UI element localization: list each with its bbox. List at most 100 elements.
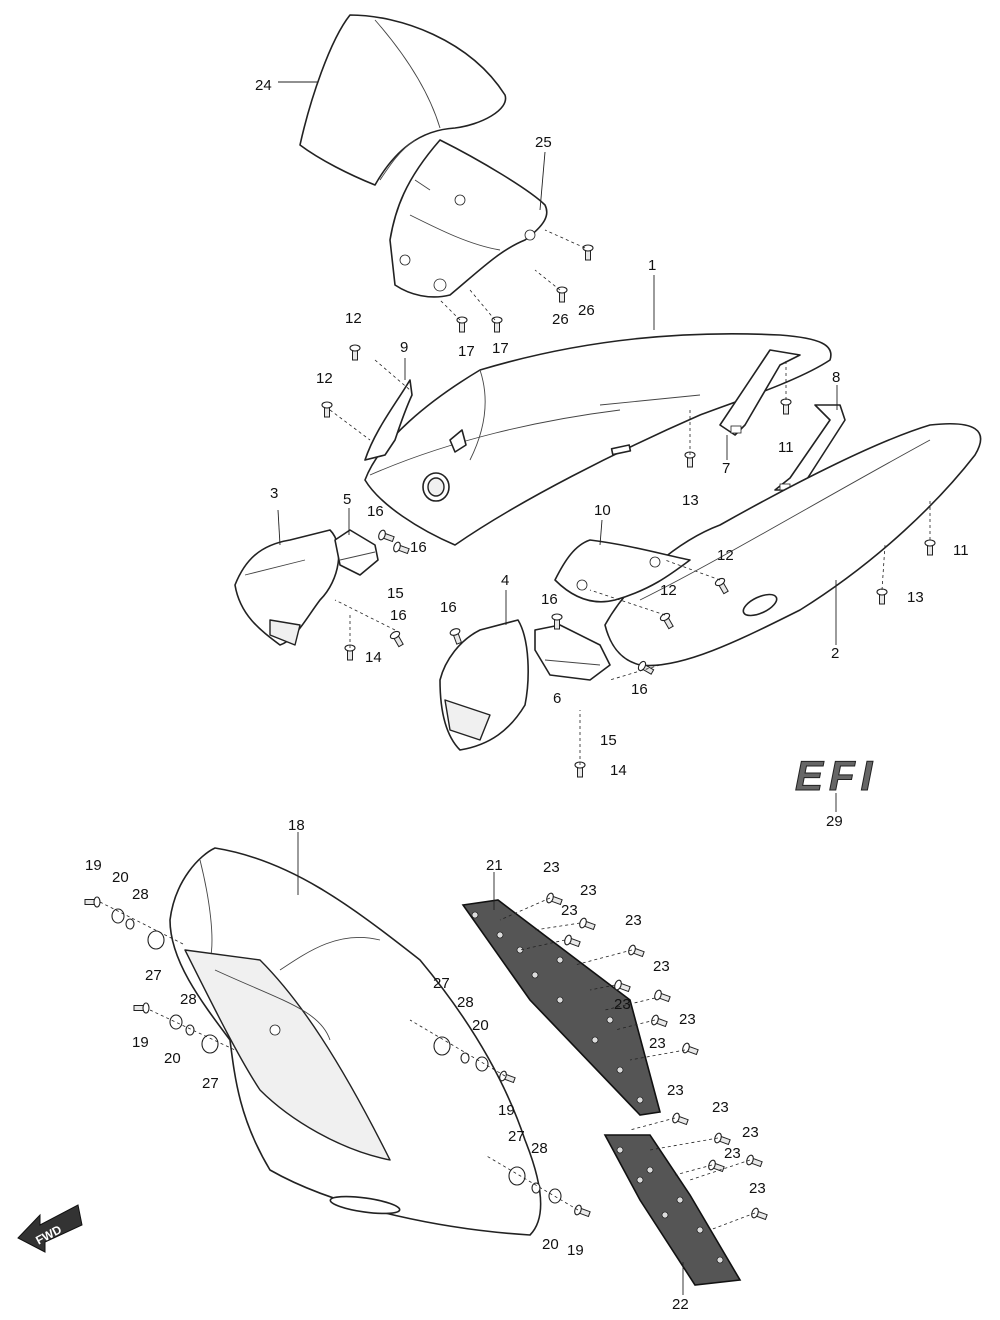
part-label-3: 3 bbox=[270, 485, 278, 502]
washer-icon bbox=[111, 908, 125, 924]
part-label-24: 24 bbox=[255, 77, 272, 94]
part-label-17: 17 bbox=[458, 343, 475, 360]
part-label-26: 26 bbox=[578, 302, 595, 319]
mesh-hole bbox=[636, 1096, 644, 1104]
part-label-23: 23 bbox=[625, 912, 642, 929]
bolt-icon bbox=[349, 344, 361, 361]
part-label-28: 28 bbox=[180, 991, 197, 1008]
part-5-bracket[interactable] bbox=[334, 529, 379, 576]
part-label-13: 13 bbox=[907, 589, 924, 606]
bolt-icon bbox=[579, 917, 596, 931]
part-label-4: 4 bbox=[501, 572, 509, 589]
part-label-22: 22 bbox=[672, 1296, 689, 1313]
part-label-14: 14 bbox=[365, 649, 382, 666]
part-29-efi-emblem[interactable]: EFI bbox=[795, 752, 878, 800]
part-24-seat-cowl[interactable] bbox=[299, 14, 507, 186]
part-label-27: 27 bbox=[202, 1075, 219, 1092]
part-label-17: 17 bbox=[492, 340, 509, 357]
washer-icon bbox=[460, 1052, 470, 1064]
part-label-28: 28 bbox=[531, 1140, 548, 1157]
mesh-hole bbox=[676, 1196, 684, 1204]
bolt-icon bbox=[708, 1159, 725, 1173]
bolt-icon bbox=[651, 1014, 668, 1028]
part-label-21: 21 bbox=[486, 857, 503, 874]
part-3-lamp-housing[interactable] bbox=[234, 529, 340, 646]
part-label-13: 13 bbox=[682, 492, 699, 509]
part-label-19: 19 bbox=[567, 1242, 584, 1259]
part-label-12: 12 bbox=[717, 547, 734, 564]
bolt-icon bbox=[574, 1204, 591, 1218]
part-label-16: 16 bbox=[440, 599, 457, 616]
bolt-icon bbox=[682, 1042, 699, 1056]
part-label-23: 23 bbox=[724, 1145, 741, 1162]
part-4-lamp-housing[interactable] bbox=[439, 619, 529, 751]
part-label-19: 19 bbox=[85, 857, 102, 874]
mesh-hole bbox=[661, 1211, 669, 1219]
part-label-23: 23 bbox=[742, 1124, 759, 1141]
washer-icon bbox=[201, 1034, 219, 1054]
bolt-icon bbox=[133, 1002, 150, 1014]
washer-icon bbox=[185, 1024, 195, 1036]
part-label-29: 29 bbox=[826, 813, 843, 830]
mesh-hole bbox=[616, 1146, 624, 1154]
fwd-arrow-icon: FWD bbox=[17, 1204, 83, 1253]
washer-icon bbox=[475, 1056, 489, 1072]
part-6-bracket[interactable] bbox=[534, 624, 611, 681]
part-label-27: 27 bbox=[508, 1128, 525, 1145]
part-18-front-fairing[interactable] bbox=[169, 847, 542, 1236]
bolt-icon bbox=[582, 244, 594, 261]
mesh-hole bbox=[516, 946, 524, 954]
bolt-icon bbox=[551, 613, 563, 630]
bolt-icon bbox=[449, 628, 463, 645]
part-label-15: 15 bbox=[387, 585, 404, 602]
mesh-hole bbox=[556, 996, 564, 1004]
part-21-mesh-grille[interactable] bbox=[461, 899, 662, 1116]
part-label-23: 23 bbox=[580, 882, 597, 899]
bolt-icon bbox=[564, 934, 581, 948]
part-label-27: 27 bbox=[145, 967, 162, 984]
part-label-27: 27 bbox=[433, 975, 450, 992]
mesh-hole bbox=[471, 911, 479, 919]
part-7-bracket[interactable] bbox=[719, 349, 801, 436]
part-label-12: 12 bbox=[660, 582, 677, 599]
part-2-side-panel-lower[interactable] bbox=[604, 423, 982, 667]
bolt-icon bbox=[456, 316, 468, 333]
washer-icon bbox=[531, 1182, 541, 1194]
part-label-19: 19 bbox=[498, 1102, 515, 1119]
mesh-hole bbox=[591, 1036, 599, 1044]
mesh-hole bbox=[636, 1176, 644, 1184]
washer-icon bbox=[433, 1036, 451, 1056]
part-label-6: 6 bbox=[553, 690, 561, 707]
bolt-icon bbox=[746, 1154, 763, 1168]
mesh-hole bbox=[616, 1066, 624, 1074]
part-label-12: 12 bbox=[316, 370, 333, 387]
part-label-11: 11 bbox=[953, 542, 969, 559]
bolt-icon bbox=[614, 979, 631, 993]
part-label-23: 23 bbox=[712, 1099, 729, 1116]
part-label-16: 16 bbox=[541, 591, 558, 608]
bolt-icon bbox=[491, 316, 503, 333]
bolt-icon bbox=[393, 541, 410, 555]
bolt-icon bbox=[924, 539, 936, 556]
part-label-16: 16 bbox=[390, 607, 407, 624]
part-label-28: 28 bbox=[132, 886, 149, 903]
leader-lines bbox=[99, 81, 931, 1295]
bolt-icon bbox=[378, 529, 395, 543]
part-10-panel[interactable] bbox=[554, 539, 691, 603]
part-label-12: 12 bbox=[345, 310, 362, 327]
washer-icon bbox=[508, 1166, 526, 1186]
part-1-side-panel-upper[interactable] bbox=[364, 332, 832, 546]
part-label-25: 25 bbox=[535, 134, 552, 151]
part-22-mesh-grille[interactable] bbox=[603, 1134, 742, 1286]
bolt-icon bbox=[672, 1112, 689, 1126]
part-label-16: 16 bbox=[631, 681, 648, 698]
part-label-18: 18 bbox=[288, 817, 305, 834]
mesh-hole bbox=[696, 1226, 704, 1234]
part-label-7: 7 bbox=[722, 460, 730, 477]
part-9-bracket[interactable] bbox=[364, 379, 413, 461]
bolt-icon bbox=[628, 944, 645, 958]
mesh-hole bbox=[716, 1256, 724, 1264]
part-25-inner-cover[interactable] bbox=[389, 139, 548, 298]
part-label-19: 19 bbox=[132, 1034, 149, 1051]
